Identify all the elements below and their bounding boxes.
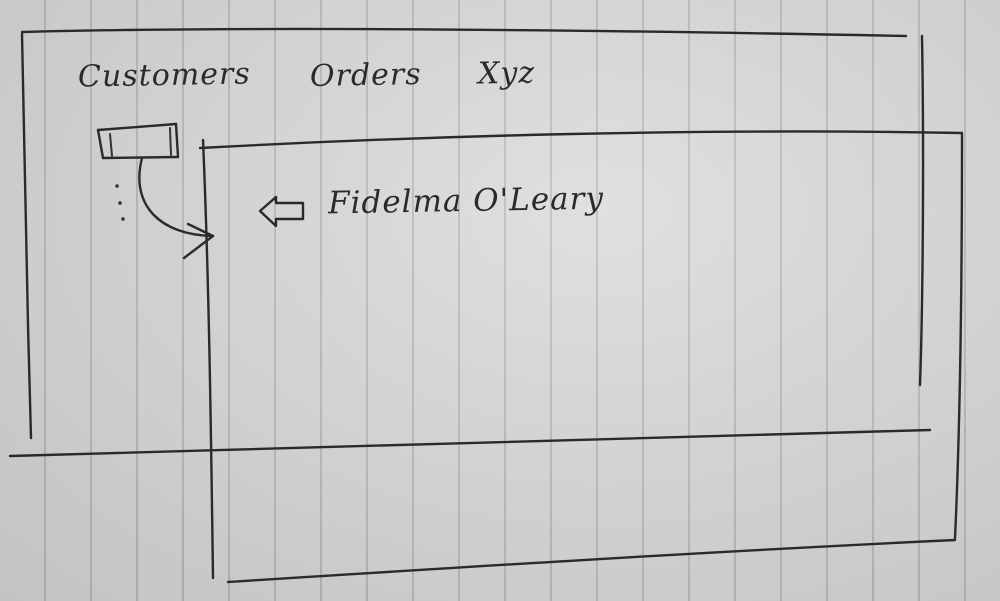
ellipsis-dots (115, 184, 125, 221)
tab-xyz[interactable]: Xyz (477, 55, 536, 92)
tab-customers[interactable]: Customers (77, 56, 252, 95)
open-panel-arrow-icon (138, 156, 215, 260)
back-arrow-icon (258, 195, 305, 228)
customer-name-heading: Fidelma O'Leary (327, 180, 605, 222)
tab-orders[interactable]: Orders (309, 57, 422, 94)
list-item-button[interactable] (96, 120, 182, 162)
list-item-box (96, 122, 180, 160)
back-button[interactable] (256, 193, 308, 231)
detail-panel-frame (198, 130, 964, 584)
app-window-frame (8, 27, 932, 458)
